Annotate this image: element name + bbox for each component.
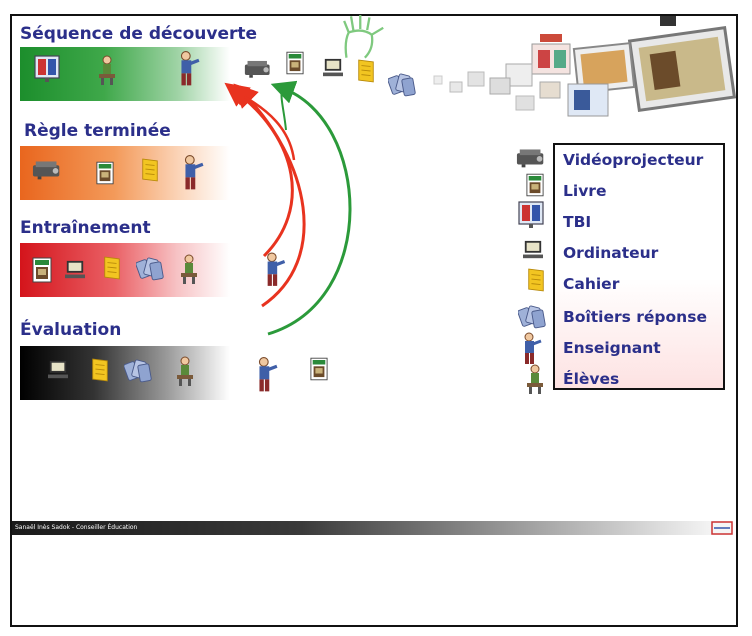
projector-icon bbox=[516, 146, 548, 168]
teacher-icon bbox=[180, 154, 204, 192]
flow-arrows bbox=[224, 80, 352, 336]
section-title-evaluation: Évaluation bbox=[20, 320, 122, 340]
arrow-red-2 bbox=[233, 83, 306, 308]
computer-icon bbox=[322, 58, 344, 78]
legend-item-tbi: TBI bbox=[563, 213, 592, 231]
band-evaluation bbox=[20, 346, 230, 400]
legend-item-ordinateur: Ordinateur bbox=[563, 244, 659, 262]
computer-icon bbox=[64, 260, 86, 280]
interactive-whiteboard-icon bbox=[518, 200, 544, 230]
computer-icon bbox=[522, 240, 544, 260]
legend-item-videoprojecteur: Vidéoprojecteur bbox=[563, 151, 704, 169]
notebook-icon bbox=[102, 254, 122, 282]
clicker-icon bbox=[136, 256, 164, 282]
book-icon bbox=[526, 172, 544, 198]
teacher-icon bbox=[520, 332, 542, 366]
clicker-icon bbox=[388, 72, 416, 98]
book-icon bbox=[96, 160, 114, 186]
notebook-icon bbox=[526, 266, 546, 294]
book-icon bbox=[286, 50, 304, 76]
notebook-icon bbox=[140, 156, 160, 184]
legend-box: Vidéoprojecteur Livre TBI Ordinateur Cah… bbox=[553, 143, 725, 390]
computer-icon bbox=[46, 360, 70, 380]
students-icon bbox=[524, 364, 546, 394]
footer-bar: Sanaël Inès Sadok - Conseiller Éducation bbox=[12, 521, 736, 535]
arrow-green-1 bbox=[267, 80, 352, 336]
book-icon bbox=[32, 256, 52, 284]
arrow-red-3 bbox=[227, 87, 296, 161]
legend-item-enseignant: Enseignant bbox=[563, 339, 661, 357]
hand-drawing-icon bbox=[336, 14, 396, 60]
projector-icon bbox=[32, 158, 64, 180]
legend-item-cahier: Cahier bbox=[563, 275, 620, 293]
band-entrainement bbox=[20, 243, 230, 297]
students-icon bbox=[178, 252, 200, 286]
teacher-icon bbox=[254, 356, 278, 394]
students-icon bbox=[174, 354, 196, 388]
teacher-icon bbox=[176, 50, 200, 88]
whiteboard-logo-icon bbox=[711, 521, 733, 535]
students-icon bbox=[96, 52, 118, 88]
notebook-icon bbox=[90, 356, 110, 384]
arrow-green-2 bbox=[280, 87, 287, 131]
section-title-decouverte: Séquence de découverte bbox=[20, 24, 258, 44]
arrow-red-1 bbox=[224, 82, 294, 258]
section-title-entrainement: Entraînement bbox=[20, 218, 151, 238]
clicker-icon bbox=[124, 358, 152, 384]
legend-item-eleves: Élèves bbox=[563, 370, 620, 388]
book-icon bbox=[310, 356, 328, 382]
tbi-icon bbox=[34, 54, 60, 84]
projector-icon bbox=[244, 58, 274, 78]
whiteboard-collage-icon bbox=[433, 16, 737, 117]
legend-item-boitiers: Boîtiers réponse bbox=[563, 308, 707, 326]
clicker-icon bbox=[518, 304, 546, 330]
legend-item-livre: Livre bbox=[563, 182, 607, 200]
footer-text: Sanaël Inès Sadok - Conseiller Éducation bbox=[15, 524, 138, 531]
section-title-regle: Règle terminée bbox=[24, 121, 171, 141]
